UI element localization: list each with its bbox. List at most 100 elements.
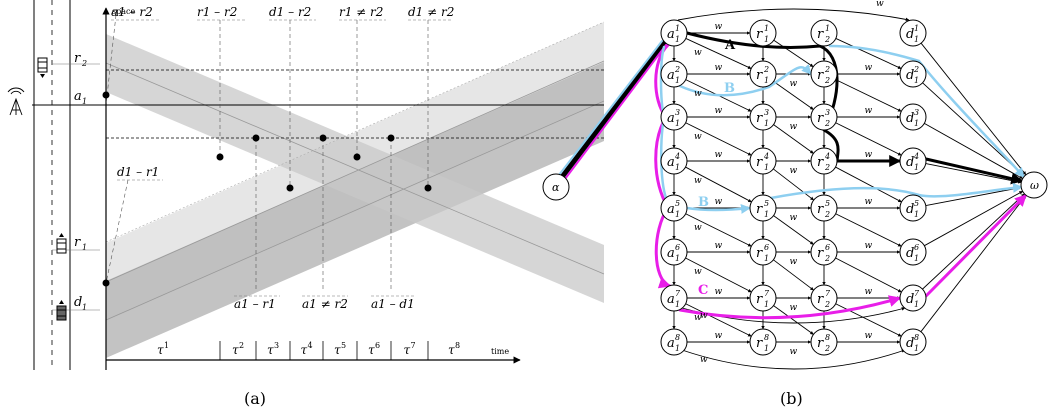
svg-text:1: 1 <box>675 254 680 263</box>
weight-label: w <box>790 257 798 267</box>
svg-text:1: 1 <box>764 24 769 33</box>
event-d1-nr2 <box>424 184 432 192</box>
weight-label: w <box>715 197 723 207</box>
svg-text:2: 2 <box>81 59 87 68</box>
svg-text:1: 1 <box>764 35 769 44</box>
svg-text:5: 5 <box>764 199 769 208</box>
svg-text:r: r <box>817 202 824 217</box>
vehicle-d1-icon <box>56 300 67 321</box>
svg-text:τ: τ <box>368 343 375 357</box>
svg-text:1: 1 <box>675 24 680 33</box>
event-a1-d1 <box>387 134 395 142</box>
svg-text:3: 3 <box>825 108 830 117</box>
svg-text:ω: ω <box>1030 179 1039 192</box>
svg-text:8: 8 <box>764 333 769 342</box>
svg-text:r: r <box>817 246 824 261</box>
svg-text:1: 1 <box>675 76 680 85</box>
weight-label: w <box>694 89 702 99</box>
event-r1-r2 <box>216 153 224 161</box>
svg-text:τ: τ <box>267 343 274 357</box>
svg-text:7: 7 <box>914 289 920 298</box>
svg-text:3: 3 <box>675 108 680 117</box>
weight-label: w <box>865 287 873 297</box>
svg-text:4: 4 <box>674 152 680 161</box>
svg-text:τ: τ <box>232 343 239 357</box>
svg-text:a: a <box>667 68 675 83</box>
event-a1-r2 <box>102 91 110 99</box>
weight-label: w <box>694 132 702 142</box>
weight-label: w <box>715 150 723 160</box>
weight-label: w <box>876 0 884 9</box>
svg-text:2: 2 <box>674 65 680 74</box>
svg-text:r: r <box>756 27 763 42</box>
caption-a: (a) <box>244 389 266 408</box>
event-d1-r2 <box>286 184 294 192</box>
svg-text:3: 3 <box>764 108 769 117</box>
svg-text:1: 1 <box>764 344 769 353</box>
path-label-B2: B <box>698 195 709 210</box>
weight-label: w <box>865 331 873 341</box>
event-d1-r1 <box>102 279 110 287</box>
svg-text:1: 1 <box>764 76 769 85</box>
svg-text:2: 2 <box>763 65 769 74</box>
svg-text:1: 1 <box>914 35 919 44</box>
svg-text:1: 1 <box>914 300 919 309</box>
svg-text:1: 1 <box>914 119 919 128</box>
svg-text:3: 3 <box>914 108 919 117</box>
svg-text:τ: τ <box>448 343 455 357</box>
svg-text:1: 1 <box>164 341 169 350</box>
svg-text:r: r <box>817 111 824 126</box>
svg-text:r: r <box>756 246 763 261</box>
svg-text:2: 2 <box>239 341 244 350</box>
svg-text:r: r <box>756 292 763 307</box>
svg-text:1: 1 <box>914 344 919 353</box>
svg-text:r: r <box>756 68 763 83</box>
svg-text:r: r <box>756 111 763 126</box>
svg-text:6: 6 <box>375 341 380 350</box>
svg-text:7: 7 <box>764 289 770 298</box>
weight-label: w <box>865 150 873 160</box>
svg-text:r: r <box>756 336 763 351</box>
weight-label: w <box>715 287 723 297</box>
svg-text:1: 1 <box>82 303 87 312</box>
weight-label: w <box>790 213 798 223</box>
weight-label: w <box>790 166 798 176</box>
svg-text:a: a <box>667 202 675 217</box>
svg-text:a: a <box>667 246 675 261</box>
svg-text:4: 4 <box>913 152 919 161</box>
svg-text:2: 2 <box>824 65 830 74</box>
weight-label: w <box>790 303 798 313</box>
event-label-a1-r1: a1 – r1 <box>234 297 276 311</box>
svg-text:1: 1 <box>675 163 680 172</box>
svg-text:2: 2 <box>824 210 830 219</box>
svg-text:2: 2 <box>824 35 830 44</box>
vehicle-r2-icon <box>37 57 48 78</box>
svg-text:1: 1 <box>675 210 680 219</box>
weight-label: w <box>715 22 723 32</box>
svg-text:5: 5 <box>825 199 830 208</box>
svg-text:1: 1 <box>764 300 769 309</box>
svg-text:τ: τ <box>334 343 341 357</box>
svg-text:8: 8 <box>675 333 680 342</box>
vehicle-r1-icon <box>56 233 67 254</box>
svg-text:d: d <box>74 295 82 310</box>
weight-label: w <box>694 313 702 323</box>
svg-text:1: 1 <box>914 210 919 219</box>
